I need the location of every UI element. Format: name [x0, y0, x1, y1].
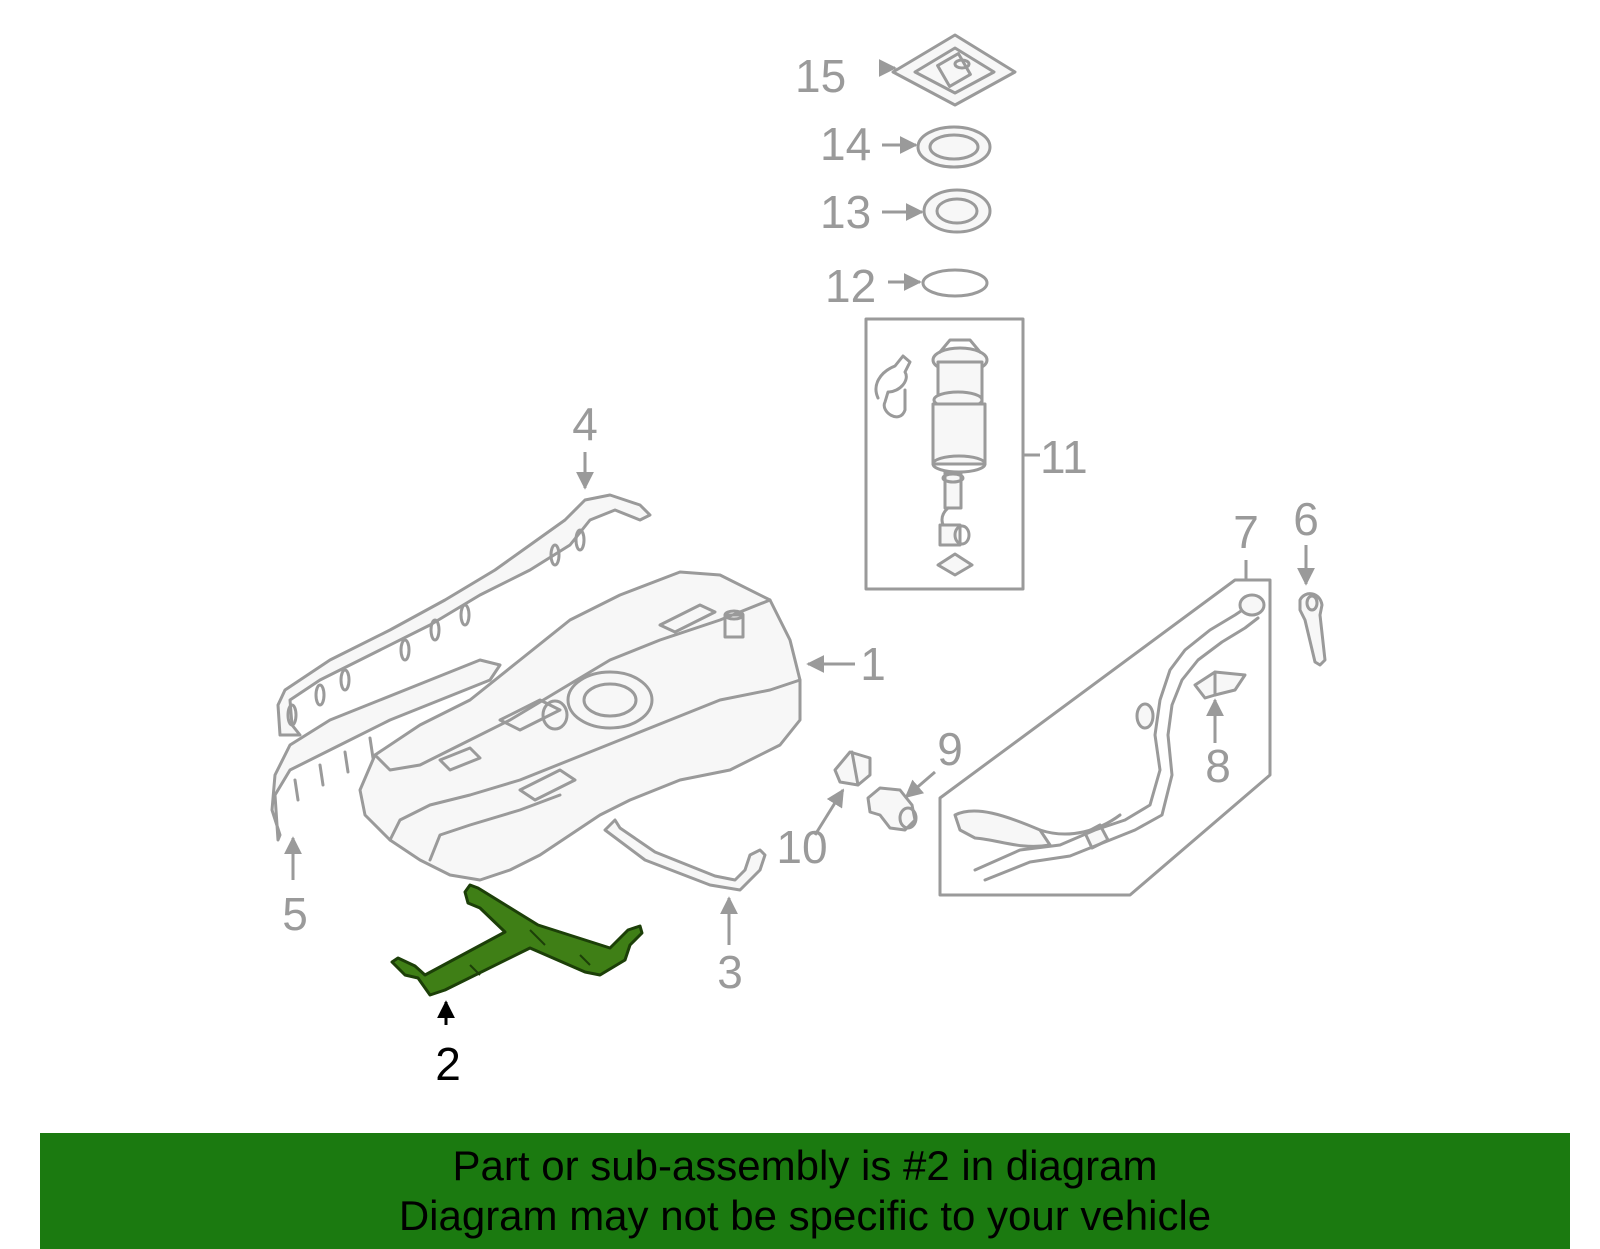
- callout-9: 9: [937, 723, 963, 775]
- leader-lines: [284, 59, 1315, 1025]
- part-8-bracket: [1193, 670, 1247, 700]
- callout-5: 5: [282, 888, 308, 940]
- part-1-fuel-tank: [358, 570, 802, 882]
- banner-line-part-number: Part or sub-assembly is #2 in diagram: [452, 1142, 1158, 1189]
- part-6-clip: [1298, 592, 1327, 667]
- part-13-ring: [922, 188, 992, 234]
- callout-15: 15: [795, 50, 846, 102]
- callout-14: 14: [820, 118, 871, 170]
- callout-6: 6: [1293, 493, 1319, 545]
- part-4-heat-shield: [276, 493, 652, 737]
- callout-11: 11: [1040, 431, 1088, 483]
- part-14-ring: [916, 125, 992, 169]
- part-15-cover-plate: [891, 33, 1017, 107]
- callout-3: 3: [717, 946, 743, 998]
- callout-4: 4: [572, 398, 598, 450]
- part-3-strap: [603, 818, 767, 892]
- part-10-filler-cap: [833, 750, 872, 787]
- callout-12: 12: [825, 260, 876, 312]
- callout-labels: 15 14 13 12 11 4 1 5 3 10 9 8 7 6 2: [282, 50, 1319, 1090]
- part-7-filler-neck-assembly: [938, 578, 1272, 897]
- callout-2-highlighted: 2: [435, 1038, 461, 1090]
- callout-10: 10: [776, 821, 827, 873]
- part-11-fuel-pump-assembly: [864, 317, 1025, 591]
- part-5-lower-heat-shield: [270, 658, 502, 842]
- part-2-tank-strap-highlighted: [390, 883, 644, 997]
- callout-13: 13: [820, 186, 871, 238]
- callout-8: 8: [1205, 740, 1231, 792]
- banner-line-disclaimer: Diagram may not be specific to your vehi…: [398, 1192, 1212, 1239]
- info-banner: Part or sub-assembly is #2 in diagram Di…: [40, 1133, 1570, 1249]
- callout-1: 1: [860, 638, 886, 690]
- callout-7: 7: [1233, 506, 1259, 558]
- part-9-valve: [866, 786, 918, 832]
- part-12-o-ring: [921, 268, 989, 298]
